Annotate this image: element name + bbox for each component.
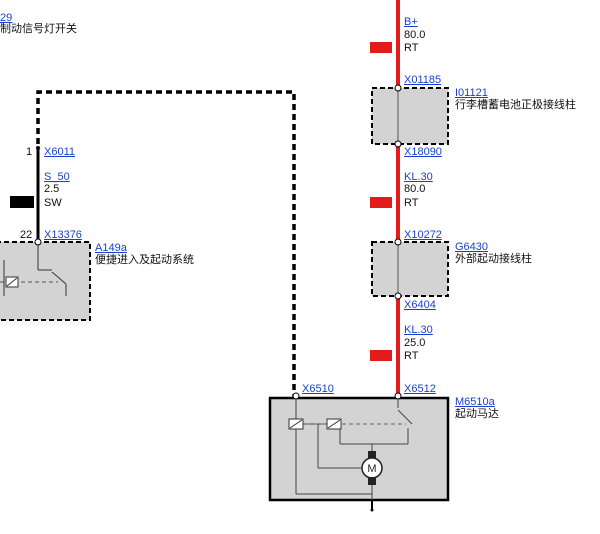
top-component-code[interactable]: 29 xyxy=(0,12,13,24)
wire-color-swatch-red xyxy=(370,350,392,361)
component-desc-g6430: 外部起动接线柱 xyxy=(455,253,532,265)
dashed-connection-wire[interactable] xyxy=(36,90,296,398)
x6011-pin xyxy=(36,146,40,150)
component-desc-i01121: 行李槽蓄电池正极接线柱 xyxy=(455,99,576,111)
connector-x18090[interactable]: X18090 xyxy=(404,146,442,158)
wire-name-s50[interactable]: S_50 xyxy=(44,171,70,183)
x6512-pin xyxy=(394,392,402,400)
wire-size-bplus: 80.0 xyxy=(404,29,426,41)
connector-x10272[interactable]: X10272 xyxy=(404,229,442,241)
connector-x6510[interactable]: X6510 xyxy=(302,383,334,395)
connector-x01185[interactable]: X01185 xyxy=(404,74,442,86)
starter-relay-coil-2-slash xyxy=(327,419,341,429)
wire-color-kl30-25: RT xyxy=(404,350,419,362)
wire-size-s50: 2.5 xyxy=(44,183,60,195)
x6510-pin xyxy=(292,392,300,400)
wire-color-swatch-red xyxy=(370,42,392,53)
i01121-terminal-box[interactable] xyxy=(371,87,449,145)
connector-x6011[interactable]: X6011 xyxy=(44,146,75,158)
motor-symbol-m: M xyxy=(367,463,376,475)
wire-color-swatch-black xyxy=(10,196,34,208)
connector-x6512[interactable]: X6512 xyxy=(404,383,436,395)
x01185-pin xyxy=(394,84,402,92)
x13376-pin xyxy=(34,238,42,246)
connector-x13376[interactable]: X13376 xyxy=(44,229,82,241)
m6510a-starter-box[interactable] xyxy=(268,396,450,502)
module-desc-a149a: 便捷进入及起动系统 xyxy=(95,254,194,266)
g6430-terminal-box[interactable] xyxy=(371,241,449,297)
motor-brush-bottom xyxy=(368,477,376,485)
wire-name-kl30-25[interactable]: KL.30 xyxy=(404,324,433,336)
wire-color-kl30-80: RT xyxy=(404,197,419,209)
a149a-relay-coil-slash xyxy=(6,277,18,287)
module-code-a149a[interactable]: A149a xyxy=(95,242,127,254)
x18090-pin xyxy=(394,140,402,148)
ground-dot xyxy=(370,508,374,512)
wire-name-bplus[interactable]: B+ xyxy=(404,16,418,28)
wire-color-s50: SW xyxy=(44,197,62,209)
component-code-m6510a[interactable]: M6510a xyxy=(455,396,495,408)
starter-switch-blade xyxy=(397,409,413,425)
component-code-g6430[interactable]: G6430 xyxy=(455,241,489,253)
pin-number-x6011: 1 xyxy=(26,146,33,158)
wire-color-swatch-red xyxy=(370,197,392,208)
starter-relay-coil-1-slash xyxy=(289,419,303,429)
wire-size-kl30-80: 80.0 xyxy=(404,183,426,195)
x6404-pin xyxy=(394,292,402,300)
motor-brush-top xyxy=(368,451,376,459)
top-component-desc: 制动信号灯开关 xyxy=(0,23,77,35)
wire-color-bplus: RT xyxy=(404,42,419,54)
component-desc-m6510a: 起动马达 xyxy=(455,408,499,420)
wire-name-kl30-80[interactable]: KL.30 xyxy=(404,171,433,183)
pin-number-x13376: 22 xyxy=(20,229,33,241)
a149a-switch-blade xyxy=(51,271,67,285)
x10272-pin xyxy=(394,238,402,246)
component-code-i01121[interactable]: I01121 xyxy=(455,87,488,99)
wire-size-kl30-25: 25.0 xyxy=(404,337,426,349)
connector-x6404[interactable]: X6404 xyxy=(404,299,436,311)
